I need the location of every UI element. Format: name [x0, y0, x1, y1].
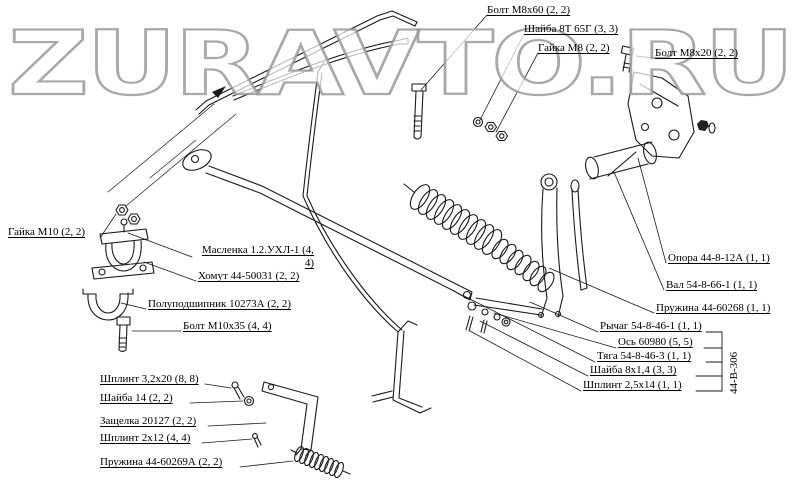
label-pruzhina-44-60269a: Пружина 44-60269А (2, 2) [100, 456, 223, 468]
label-bolt-m10x35: Болт М10х35 (4, 4) [183, 320, 272, 332]
label-khomut: Хомут 44-50031 (2, 2) [198, 270, 300, 282]
label-shplint-3-2x20: Шплинт 3,2х20 (8, 8) [100, 373, 199, 385]
bottom-bracket-part [371, 320, 432, 414]
support-bracket-44-8-12a-part [607, 45, 716, 177]
label-os: Ось 60980 (5, 5) [618, 336, 693, 348]
spring-small-part [491, 238, 555, 293]
construction-lines [107, 103, 237, 207]
nuts-m10-part [115, 204, 141, 225]
washer-and-nuts-m8-part [472, 116, 509, 142]
spring-44-60268-part [403, 183, 503, 255]
label-val: Вал 54-8-66-1 (1, 1) [666, 279, 758, 291]
shaft-54-8-66-1-part [585, 141, 657, 180]
half-bearing-part [82, 288, 134, 321]
bolt-m10x35-part [116, 316, 131, 353]
label-shplint-2x12: Шплинт 2х12 (4, 4) [100, 432, 191, 444]
label-shplint-2-5x14: Шплинт 2,5х14 (1, 1) [583, 379, 682, 391]
label-gayka-m10: Гайка М10 (2, 2) [8, 226, 86, 238]
vertical-pull-rod [302, 61, 403, 333]
label-bolt-m8x60: Болт М8х60 (2, 2) [487, 4, 571, 16]
label-gayka-m8: Гайка М8 (2, 2) [538, 42, 610, 54]
main-link-arm [182, 149, 473, 301]
label-shayba-14: Шайба 14 (2, 2) [100, 392, 173, 404]
label-maslenka: Масленка 1.2.УХЛ-1 (4, 4) [201, 244, 314, 269]
label-shayba-8x1-4: Шайба 8х1,4 (3, 3) [590, 364, 677, 376]
lever-54-8-46-1-part [537, 173, 588, 319]
spring-44-60269a-part [290, 445, 351, 479]
label-zashchelka: Защелка 20127 (2, 2) [100, 415, 197, 427]
latch-20127-part [261, 381, 319, 457]
label-polupodshipnik: Полуподшипник 10273А (2, 2) [148, 298, 292, 310]
label-pruzhina-44-60268: Пружина 44-60268 (1, 1) [656, 302, 771, 314]
leader-lines [99, 14, 667, 468]
label-shayba-8t-65g: Шайба 8Т 65Г (3, 3) [524, 23, 618, 35]
watermark-text: ZURAVTO.RU [8, 12, 792, 115]
bolt-m8x60-part [411, 83, 427, 140]
clamp-khomut-part [91, 218, 155, 280]
top-rod [195, 10, 418, 115]
label-opora: Опора 44-8-12А (1, 1) [668, 252, 770, 264]
label-rychag: Рычаг 54-8-46-1 (1, 1) [600, 320, 702, 332]
cotter-pins-and-washers-part [231, 381, 262, 448]
drawing-number: 44-В-306 [728, 351, 740, 394]
group-bracket [695, 331, 723, 392]
label-tyaga: Тяга 54-8-46-3 (1, 1) [597, 350, 692, 362]
curved-rod [232, 37, 409, 101]
label-bolt-m8x20: Болт М8х20 (2, 2) [655, 47, 739, 59]
